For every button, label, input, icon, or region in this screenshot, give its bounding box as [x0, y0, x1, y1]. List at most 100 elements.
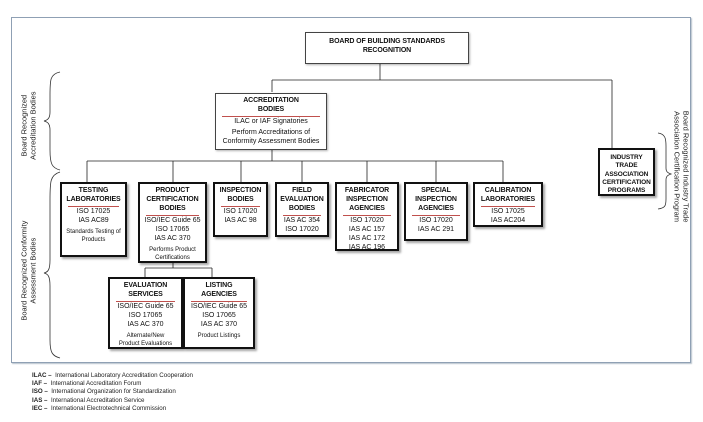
side-label-industry-line1: Board Recognized Industry Trade [681, 110, 691, 223]
calibration-laboratories-standard: ISO 17025 [491, 207, 525, 215]
evaluation-services-standard: IAS AC 370 [127, 320, 164, 328]
testing-laboratories-title-rule [68, 205, 119, 207]
product-certification-bodies-standard: ISO 17065 [155, 225, 190, 233]
calibration-laboratories-title-rule [481, 205, 535, 207]
evaluation-services-title: SERVICES [128, 290, 163, 298]
fabricator-inspection-agencies-standard: IAS AC 157 [348, 225, 386, 233]
accreditation-title-line2: BODIES [257, 105, 285, 113]
product-certification-bodies-standard: ISO/IEC Guide 65 [144, 216, 201, 224]
accreditation-line1: ILAC or IAF Signatories [234, 117, 308, 125]
product-certification-bodies-title: BODIES [159, 204, 186, 212]
special-inspection-agencies-title: AGENCIES [418, 204, 454, 212]
listing-agencies-title: AGENCIES [201, 290, 237, 298]
evaluation-services-title-rule [116, 300, 175, 302]
evaluation-services-standard: ISO/IEC Guide 65 [117, 302, 174, 310]
accreditation-rule [222, 115, 320, 117]
side-label-industry: Board Recognized Industry Trade Associat… [672, 107, 691, 227]
calibration-laboratories-standard: IAS AC204 [490, 216, 526, 224]
evaluation-services-standard: ISO 17065 [128, 311, 163, 319]
legend-definition: International Accreditation Forum [50, 380, 142, 388]
legend-abbreviation: IAS – [32, 396, 48, 404]
evaluation-services-title: EVALUATION [123, 282, 168, 289]
legend-definition: International Organization for Standardi… [51, 388, 176, 396]
product-certification-bodies-title: CERTIFICATION [146, 195, 199, 203]
industry-trade-box: INDUSTRY TRADE ASSOCIATION CERTIFICATION… [598, 148, 655, 196]
evaluation-services-description-line: Product Evaluations [118, 340, 173, 347]
testing-laboratories-standard: IAS AC89 [78, 216, 109, 224]
brace-accreditation [43, 71, 61, 171]
calibration-laboratories-title: LABORATORIES [480, 195, 536, 203]
legend-abbreviation: IEC – [32, 404, 48, 412]
accreditation-bodies-box: ACCREDITATION BODIES ILAC or IAF Signato… [215, 93, 327, 150]
listing-agencies-standard: IAS AC 370 [200, 320, 238, 328]
testing-laboratories-standard: ISO 17025 [76, 207, 111, 215]
legend-definition: International Accreditation Service [50, 396, 145, 404]
side-label-accreditation: Board Recognized Accreditation Bodies [19, 91, 37, 161]
testing-laboratories-description-line: Standards Testing of [66, 228, 121, 235]
legend-row: IAF – International Accreditation Forum [32, 380, 193, 388]
product-certification-bodies-standard: IAS AC 370 [154, 234, 191, 242]
legend-definition: International Laboratory Accreditation C… [55, 372, 193, 379]
listing-agencies-title-rule [191, 300, 247, 302]
legend-row: IAS – International Accreditation Servic… [32, 397, 193, 405]
industry-line1: INDUSTRY TRADE [610, 154, 643, 170]
listing-agencies-standard: ISO/IEC Guide 65 [190, 302, 248, 310]
side-label-industry-line2: Association Certification Program [673, 111, 682, 223]
field-evaluation-bodies-title: FIELD [292, 187, 312, 194]
inspection-bodies-title-rule [221, 205, 260, 207]
brace-industry [657, 132, 673, 210]
accreditation-title-line1: ACCREDITATION [243, 97, 299, 104]
board-title-line1: BOARD OF BUILDING STANDARDS [329, 38, 445, 45]
side-label-conformity: Board Recognized Conformity Assessment B… [19, 216, 37, 326]
inspection-bodies-title: INSPECTION [219, 187, 262, 194]
inspection-bodies-standard: ISO 17020 [223, 207, 258, 215]
field-evaluation-bodies-standard: ISO 17020 [285, 225, 319, 233]
field-evaluation-bodies-title: BODIES [288, 204, 316, 212]
product-certification-bodies-title: PRODUCT [155, 187, 190, 194]
brace-conformity [43, 171, 61, 359]
abbreviation-legend: ILAC – International Laboratory Accredit… [32, 372, 193, 413]
calibration-laboratories-title: CALIBRATION [484, 187, 532, 194]
special-inspection-agencies-title: SPECIAL [421, 187, 451, 194]
legend-abbreviation: ISO – [32, 388, 48, 396]
inspection-bodies-title: BODIES [227, 195, 254, 203]
industry-line4: PROGRAMS [607, 187, 646, 195]
board-title-line2: RECOGNITION [362, 46, 412, 54]
listing-agencies-description: Product Listings [185, 333, 253, 341]
fabricator-inspection-agencies-title: INSPECTION [346, 195, 388, 203]
testing-laboratories-title: LABORATORIES [66, 195, 121, 203]
special-inspection-agencies-title: INSPECTION [415, 195, 457, 203]
fabricator-inspection-agencies-title: FABRICATOR [344, 187, 390, 194]
product-certification-bodies-description-line: Performs Product [149, 246, 196, 253]
legend-abbreviation: IAF – [32, 380, 48, 388]
listing-agencies-title: LISTING [205, 282, 233, 289]
testing-laboratories-description-line: Products [81, 236, 106, 243]
industry-line2: ASSOCIATION [604, 170, 649, 178]
legend-row: ISO – International Organization for Sta… [32, 388, 193, 396]
fabricator-inspection-agencies-standard: IAS AC 172 [348, 234, 386, 242]
legend-abbreviation: ILAC – [32, 372, 52, 379]
listing-agencies-description-line: Product Listings [197, 332, 241, 339]
field-evaluation-bodies-title-rule [283, 214, 321, 216]
industry-line3: CERTIFICATION [602, 178, 651, 186]
evaluation-services-description-line: Alternate/New [126, 332, 165, 339]
product-certification-bodies-description-line: Certifications [155, 254, 190, 261]
field-evaluation-bodies-standard: IAS AC 354 [283, 216, 321, 224]
field-evaluation-bodies-title: EVALUATION [280, 195, 324, 203]
testing-laboratories-title: TESTING [78, 187, 109, 194]
legend-row: ILAC – International Laboratory Accredit… [32, 372, 193, 380]
product-certification-bodies-title-rule [146, 214, 199, 216]
